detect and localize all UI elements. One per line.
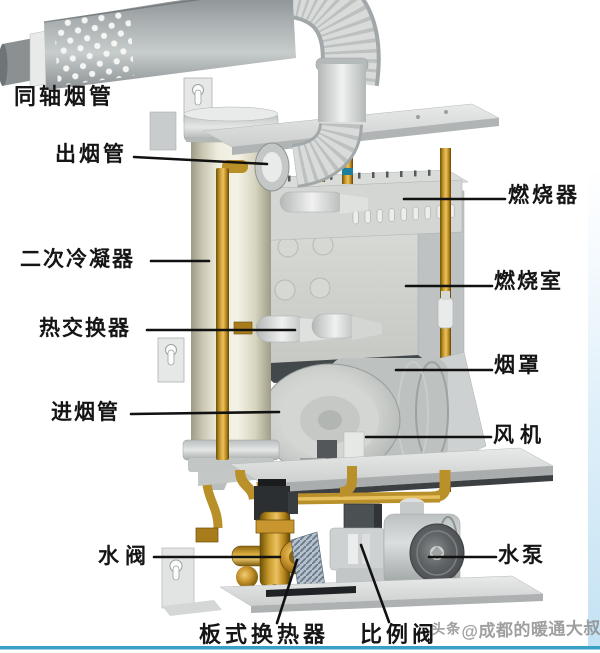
leader-lines xyxy=(129,155,507,625)
label-fan: 风机 xyxy=(493,424,547,447)
label-combustion-chamber: 燃烧室 xyxy=(494,270,563,293)
watermark: 头条@成都的暖通大叔 xyxy=(431,614,600,643)
coaxial-flue-pipe xyxy=(0,0,296,90)
watermark-prefix: 头条 xyxy=(431,620,462,637)
watermark-handle: @成都的暖通大叔 xyxy=(461,618,600,642)
label-burner: 燃烧器 xyxy=(508,184,580,207)
wall-bracket-top xyxy=(149,77,213,151)
bottom-tray xyxy=(219,575,544,613)
right-brass-pipe xyxy=(437,148,454,492)
secondary-condenser xyxy=(182,106,280,543)
right-edge-tint xyxy=(588,165,600,648)
leader-proportional-valve xyxy=(359,543,391,624)
label-water-pump: 水泵 xyxy=(498,544,546,567)
wall-bracket-middle xyxy=(157,337,185,383)
label-heat-exchanger: 热交换器 xyxy=(39,317,131,340)
label-water-valve: 水阀 xyxy=(98,545,152,568)
flue-outlet-connector xyxy=(254,121,363,192)
label-flue-hood: 烟罩 xyxy=(494,354,542,377)
air-intake-perforations xyxy=(54,10,134,86)
label-secondary-condenser: 二次冷凝器 xyxy=(20,248,135,271)
leader-flue-outlet xyxy=(132,155,269,166)
bottom-accent-bar xyxy=(0,646,600,650)
label-flue-inlet: 进烟管 xyxy=(51,401,120,424)
label-proportional-valve: 比例阀 xyxy=(360,622,439,647)
label-plate-heat-exchanger: 板式换热器 xyxy=(199,622,330,647)
leader-plate-heat-exchanger xyxy=(275,558,299,625)
label-flue-outlet: 出烟管 xyxy=(55,143,127,166)
label-coaxial-flue: 同轴烟管 xyxy=(14,84,115,109)
leader-flue-inlet xyxy=(129,410,281,416)
plate-heat-exchanger xyxy=(290,531,326,595)
flue-elbow xyxy=(280,0,381,122)
